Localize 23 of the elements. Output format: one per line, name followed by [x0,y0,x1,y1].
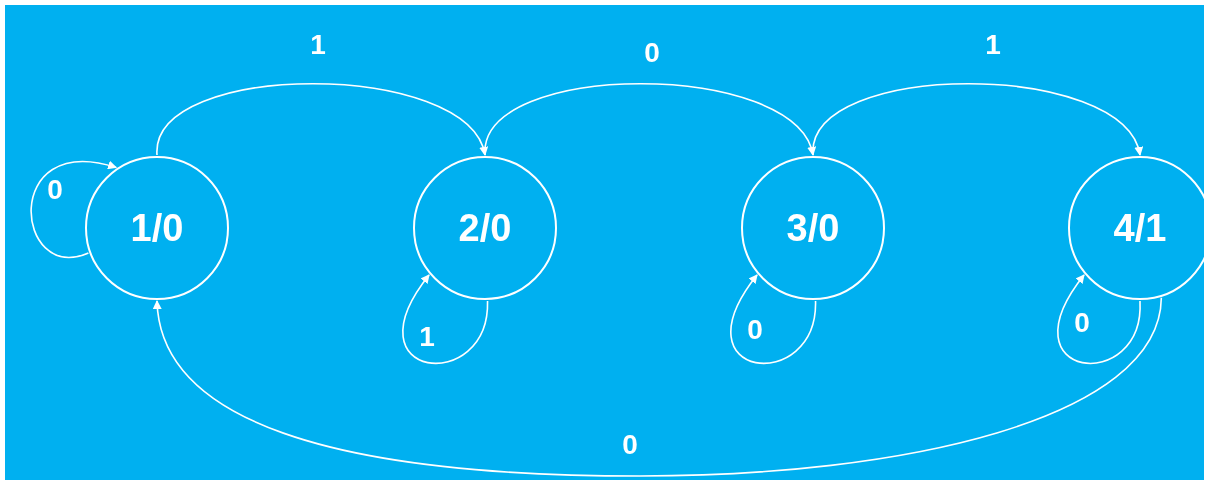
edge-label: 0 [47,174,63,206]
transition-arrow [153,297,1163,477]
edge-label: 0 [1074,307,1090,339]
transition-arrow [812,82,1141,156]
state-label: 2/0 [458,206,512,250]
state-circle [85,156,229,300]
edge-label: 0 [622,429,638,461]
state-label: 3/0 [786,206,840,250]
edge-label: 0 [644,37,660,69]
edge-label: 1 [310,29,326,61]
self-loop-arrow [402,274,489,364]
self-loop-arrow [1057,274,1141,364]
state-circle [413,156,557,300]
edge-label: 1 [419,321,435,353]
transition-arrow [156,82,486,156]
self-loop-arrow [30,161,118,259]
state-label: 1/0 [130,206,184,250]
state-circle [741,156,885,300]
edge-label: 1 [985,29,1001,61]
edge-label: 0 [747,314,763,346]
self-loop-arrow [730,274,817,364]
state-label: 4/1 [1113,206,1167,250]
transition-arrow [484,82,814,156]
